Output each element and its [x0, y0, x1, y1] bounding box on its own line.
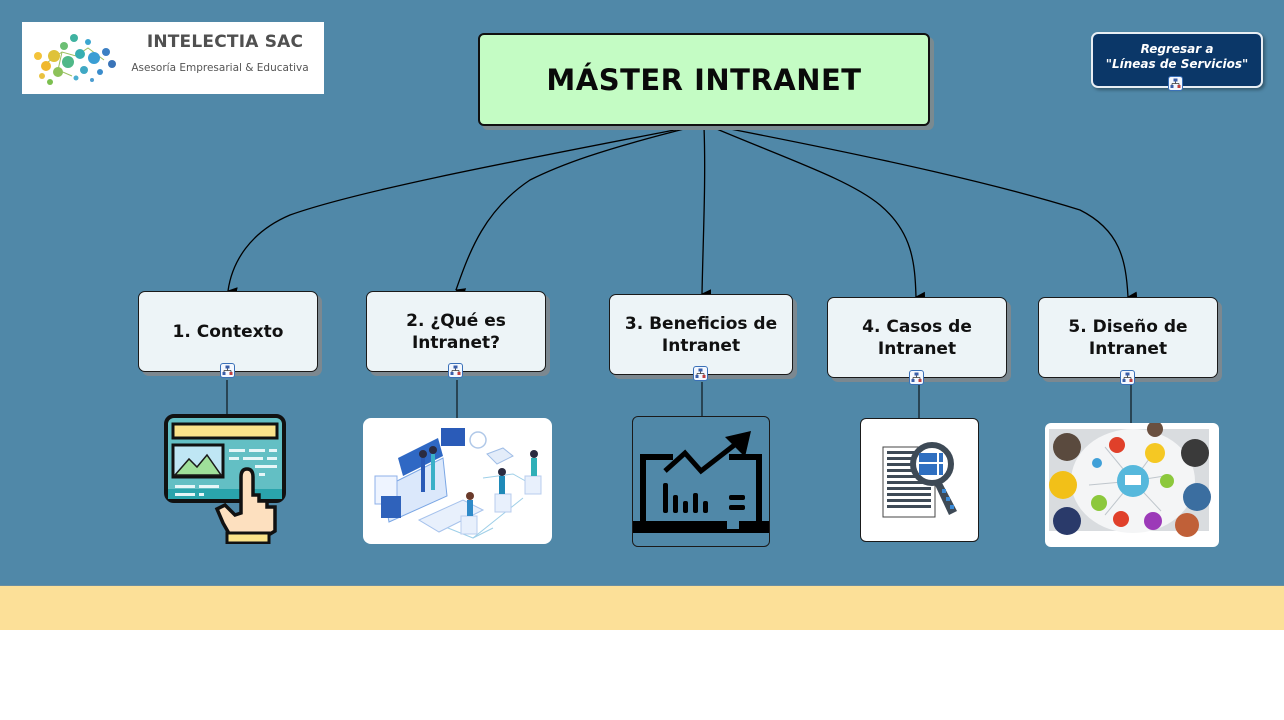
blank-area — [0, 630, 1284, 720]
topic-diseno[interactable]: 5. Diseño de Intranet — [1038, 297, 1218, 378]
hexagon-network-logo-icon — [34, 34, 116, 85]
submap-link-icon[interactable] — [220, 363, 235, 378]
connector-1 — [227, 126, 691, 298]
team-around-network-table-photo — [1045, 423, 1219, 547]
topic-label: 5. Diseño de Intranet — [1068, 316, 1188, 359]
submap-link-icon[interactable] — [693, 366, 708, 381]
connector-2 — [455, 126, 693, 298]
topic-casos[interactable]: 4. Casos de Intranet — [827, 297, 1007, 378]
team-working-with-network-illustration — [363, 418, 552, 544]
submap-link-icon[interactable] — [1168, 76, 1183, 91]
topic-label: 2. ¿Qué es Intranet? — [406, 310, 506, 353]
footer-band — [0, 585, 1284, 631]
topic-label: 1. Contexto — [172, 321, 284, 342]
topic-label: 3. Beneficios de Intranet — [624, 313, 778, 356]
document-magnifier-icon — [860, 418, 979, 542]
submap-link-icon[interactable] — [448, 363, 463, 378]
company-logo: INTELECTIA SAC Asesoría Empresarial & Ed… — [22, 22, 324, 94]
finger-tapping-webpage-icon — [163, 413, 289, 544]
root-topic-label: MÁSTER INTRANET — [546, 62, 862, 97]
submap-link-icon[interactable] — [909, 370, 924, 385]
connector-5 — [719, 126, 1138, 302]
topic-beneficios[interactable]: 3. Beneficios de Intranet — [609, 294, 793, 375]
topic-que-es-intranet[interactable]: 2. ¿Qué es Intranet? — [366, 291, 546, 372]
submap-link-icon[interactable] — [1120, 370, 1135, 385]
laptop-growth-chart-icon — [632, 416, 770, 547]
logo-subtitle: Asesoría Empresarial & Educativa — [131, 62, 309, 74]
connectors — [226, 126, 1138, 423]
back-button-line1: Regresar a — [1140, 42, 1214, 56]
connector-3 — [701, 126, 712, 300]
connector-4 — [711, 126, 926, 302]
root-topic[interactable]: MÁSTER INTRANET — [478, 33, 930, 126]
back-button-line2: "Líneas de Servicios" — [1105, 57, 1249, 71]
topic-label: 4. Casos de Intranet — [862, 316, 972, 359]
logo-title: INTELECTIA SAC — [146, 32, 304, 52]
topic-contexto[interactable]: 1. Contexto — [138, 291, 318, 372]
